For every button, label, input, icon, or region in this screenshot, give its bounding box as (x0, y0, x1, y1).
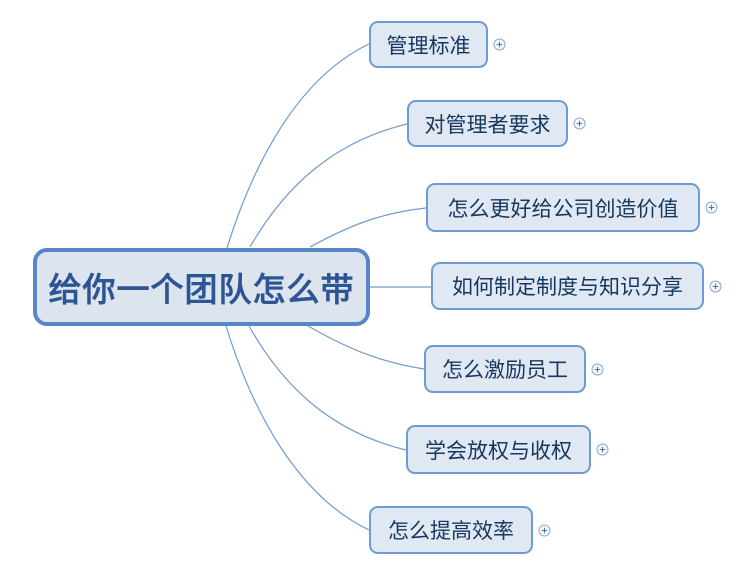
expand-icon[interactable] (591, 363, 604, 376)
expand-icon[interactable] (538, 524, 551, 537)
branch-topic-label: 怎么更好给公司创造价值 (447, 197, 679, 221)
expand-icon[interactable] (596, 443, 609, 456)
connector-line (307, 325, 425, 370)
expand-icon[interactable] (709, 280, 722, 293)
expand-icon[interactable] (705, 201, 718, 214)
root-topic-label: 给你一个团队怎么带 (48, 271, 355, 308)
branch-topic-label: 对管理者要求 (424, 113, 551, 137)
branch-topic-label: 学会放权与收权 (425, 439, 572, 463)
branch-manager-requirements-box[interactable]: 对管理者要求 (407, 100, 568, 147)
connector-line (248, 325, 407, 451)
connector-line (225, 325, 370, 531)
branch-topic-label: 怎么提高效率 (388, 520, 514, 543)
root-topic[interactable]: 给你一个团队怎么带 (33, 248, 370, 326)
branch-systems-knowledge-sharing: 如何制定制度与知识分享 (431, 262, 722, 310)
branch-manager-requirements: 对管理者要求 (407, 100, 586, 147)
branch-motivate-employees: 怎么激励员工 (424, 345, 604, 393)
branch-management-standards: 管理标准 (369, 21, 506, 68)
branch-delegate-authority-box[interactable]: 学会放权与收权 (406, 425, 591, 474)
connector-line (226, 43, 370, 249)
branch-improve-efficiency: 怎么提高效率 (369, 506, 551, 554)
branch-topic-label: 如何制定制度与知识分享 (452, 276, 683, 299)
expand-icon[interactable] (493, 38, 506, 51)
branch-systems-knowledge-sharing-box[interactable]: 如何制定制度与知识分享 (431, 262, 704, 310)
branch-create-company-value: 怎么更好给公司创造价值 (426, 183, 718, 232)
branch-management-standards-box[interactable]: 管理标准 (369, 21, 488, 68)
branch-motivate-employees-box[interactable]: 怎么激励员工 (424, 345, 586, 393)
branch-create-company-value-box[interactable]: 怎么更好给公司创造价值 (426, 183, 700, 232)
connector-line (309, 207, 427, 248)
connector-line (249, 123, 408, 248)
branch-delegate-authority: 学会放权与收权 (406, 425, 609, 474)
branch-topic-label: 怎么激励员工 (442, 359, 568, 382)
expand-icon[interactable] (573, 117, 586, 130)
branch-improve-efficiency-box[interactable]: 怎么提高效率 (369, 506, 533, 554)
branch-topic-label: 管理标准 (386, 34, 471, 58)
